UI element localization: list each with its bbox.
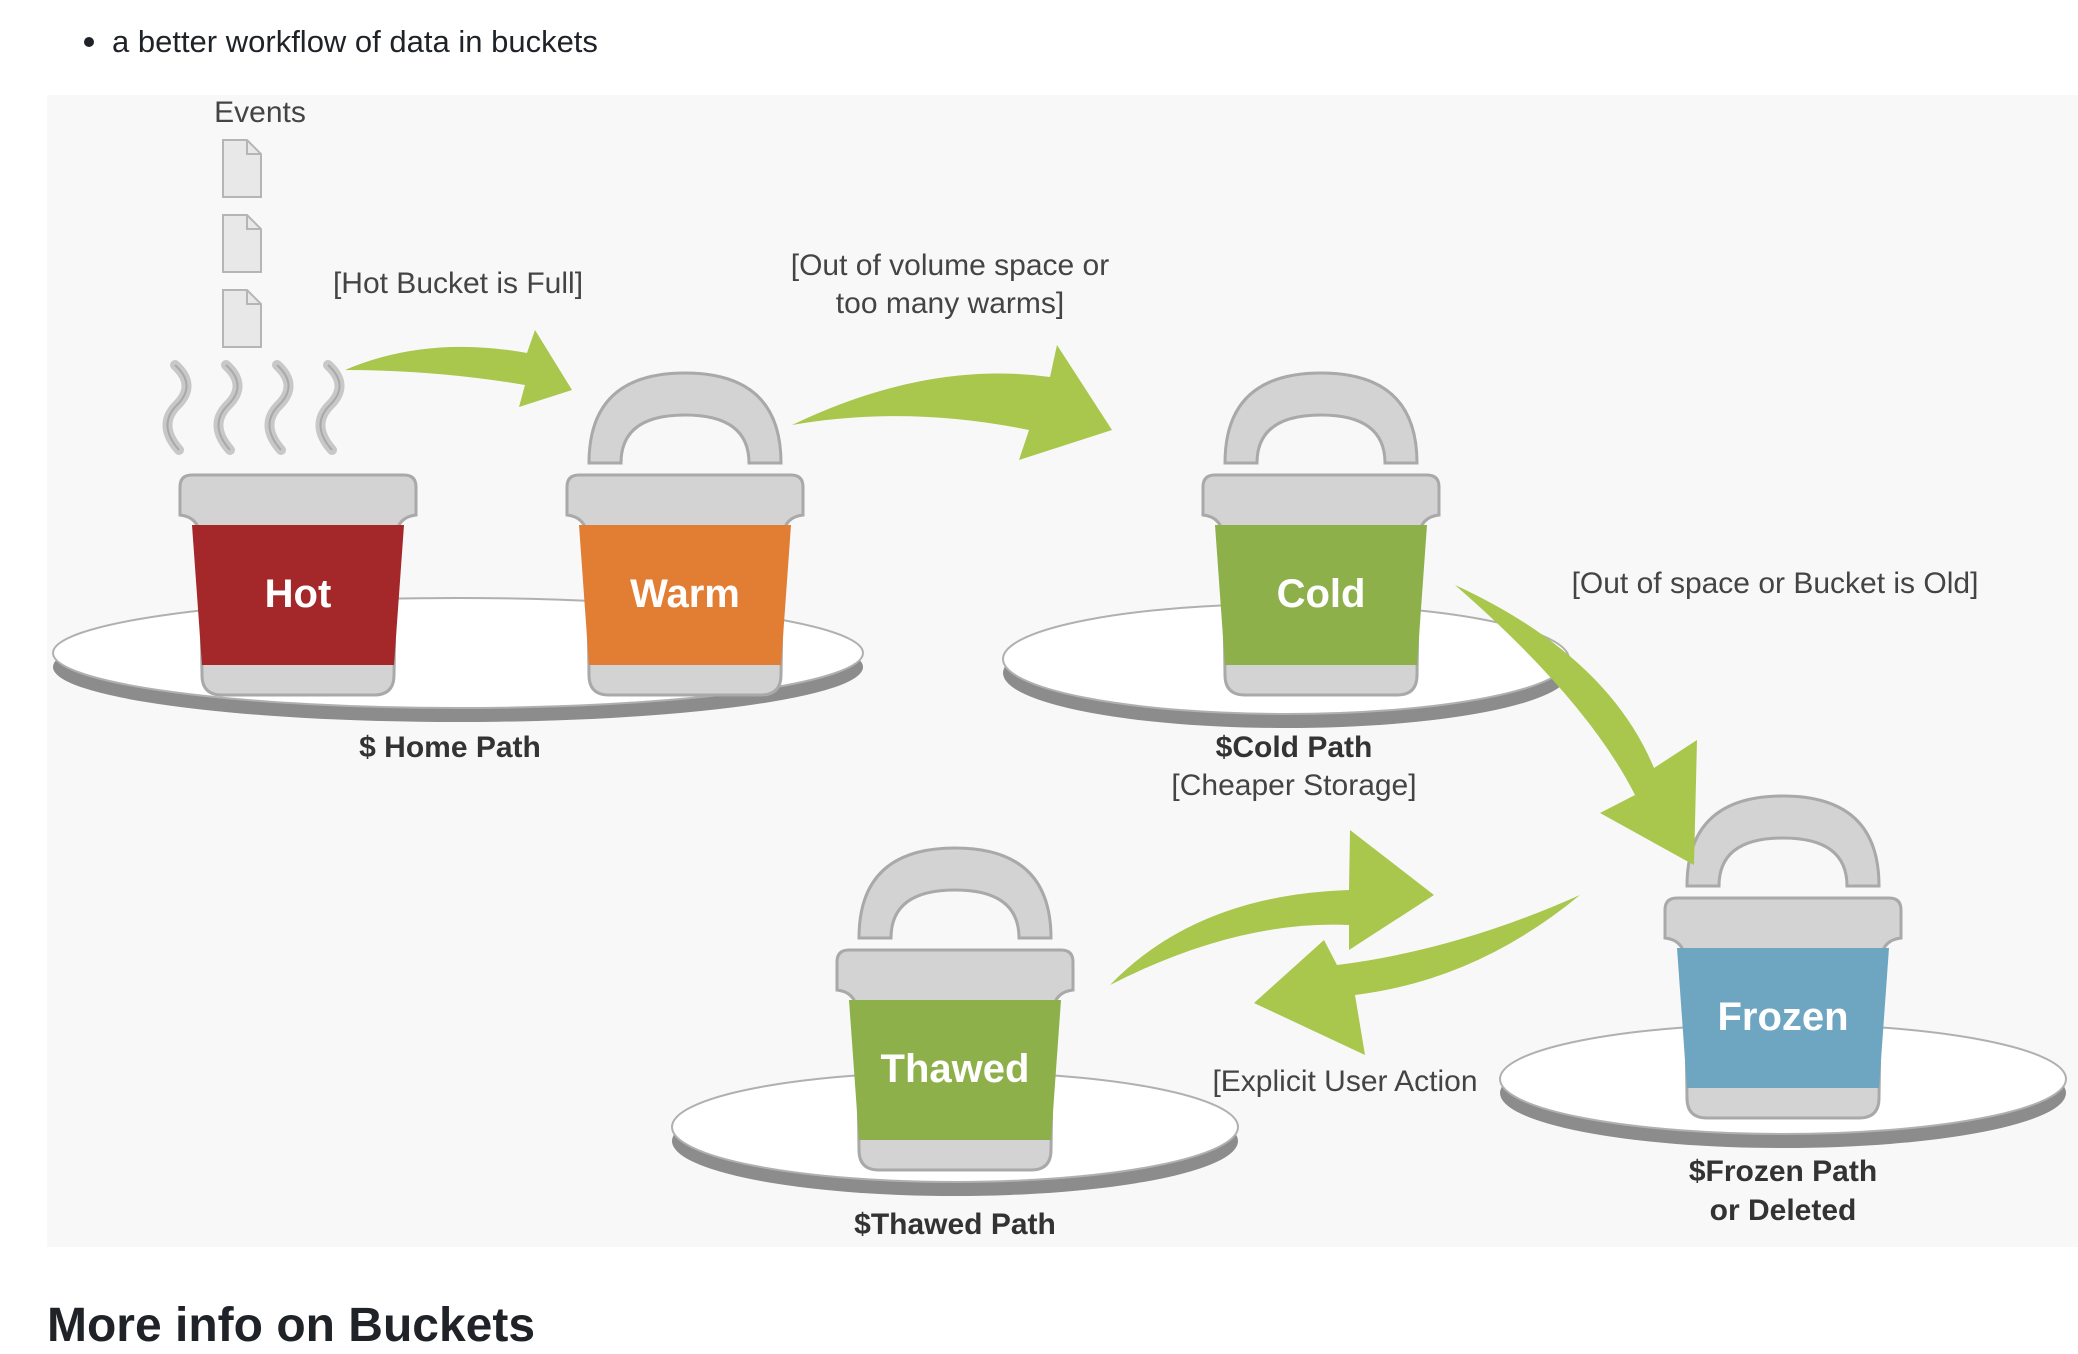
home-path-label: $ Home Path — [359, 731, 541, 764]
event-document-icon — [222, 214, 262, 273]
warm-to-cold-label-line2: too many warms] — [836, 287, 1064, 320]
bullet-text: a better workflow of data in buckets — [112, 24, 598, 59]
steam-icon — [162, 360, 345, 455]
cold-path-label: $Cold Path — [1216, 731, 1373, 764]
cold-to-frozen-label: [Out of space or Bucket is Old] — [1572, 567, 1979, 600]
diagram-canvas: Events Hot — [52, 96, 2067, 1241]
warm-bucket-label: Warm — [630, 572, 740, 616]
event-document-icon — [222, 289, 262, 348]
arrow-icon — [792, 345, 1112, 460]
hot-to-warm-label: [Hot Bucket is Full] — [333, 267, 583, 300]
bucket-lifecycle-diagram: Events Hot — [47, 95, 2078, 1247]
frozen-path-label-line2: or Deleted — [1710, 1194, 1857, 1227]
bullet-dot — [84, 37, 94, 47]
cold-bucket-label: Cold — [1277, 572, 1366, 616]
warm-to-cold-label-line1: [Out of volume space or — [791, 249, 1110, 282]
arrow-icon — [1455, 585, 1697, 865]
frozen-path-label-line1: $Frozen Path — [1689, 1155, 1877, 1188]
event-document-icon — [222, 139, 262, 198]
cold-path-note: [Cheaper Storage] — [1171, 769, 1416, 802]
thawed-bucket: Thawed — [835, 846, 1075, 1172]
arrow-icon — [1110, 830, 1434, 985]
arrow-icon — [345, 330, 572, 407]
thawed-path-label: $Thawed Path — [854, 1208, 1056, 1241]
frozen-bucket: Frozen — [1663, 794, 1903, 1120]
frozen-to-thawed-label: [Explicit User Action — [1212, 1065, 1477, 1098]
arrow-icon — [1254, 895, 1580, 1055]
events-label: Events — [214, 96, 306, 129]
section-heading: More info on Buckets — [47, 1299, 536, 1352]
warm-bucket: Warm — [565, 371, 805, 697]
thawed-bucket-label: Thawed — [881, 1047, 1030, 1091]
cold-bucket: Cold — [1201, 371, 1441, 697]
hot-bucket-label: Hot — [265, 572, 332, 616]
frozen-bucket-label: Frozen — [1717, 995, 1848, 1039]
hot-bucket: Hot — [178, 473, 418, 697]
bullet-item: a better workflow of data in buckets — [84, 18, 598, 66]
